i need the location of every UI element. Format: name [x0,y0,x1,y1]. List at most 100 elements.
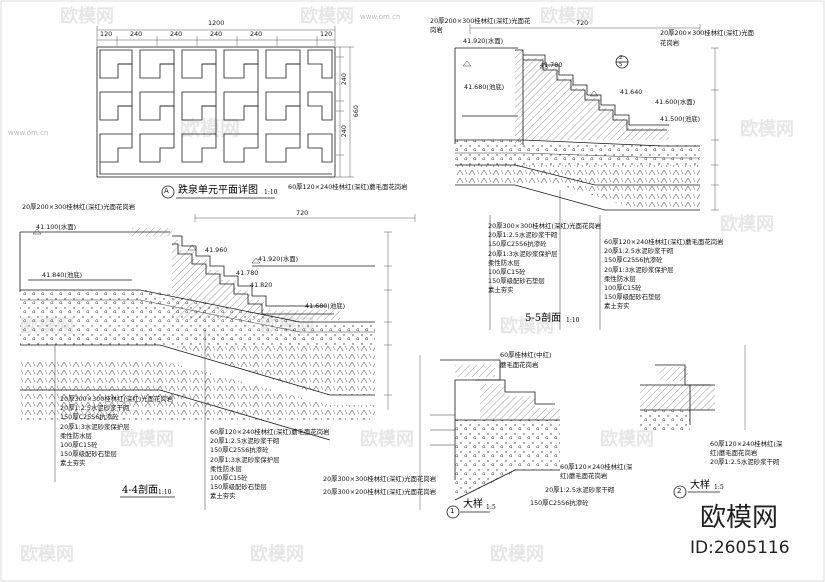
layer-item: 100厚C15砼 [60,441,98,450]
s55-elev: 41.680(池底) [464,83,505,91]
d1-notes-right: 60厚120×240桂林红(深 红)蘑毛面花岗岩 [560,463,632,481]
plan-tile-pattern [99,49,333,175]
s55-elev: 41.600(水面) [655,98,696,106]
svg-text:欧模网: 欧模网 [60,5,114,27]
section-5-5 [454,24,719,330]
svg-text:欧模网: 欧模网 [360,428,414,450]
plan-view [96,26,354,199]
svg-text:欧模网: 欧模网 [20,543,74,565]
d1-note: 60厚桂林红(中红) [500,351,552,359]
layer-item: 150厚级配砂石垫层 [604,293,661,302]
s55-top-note: 岗岩 [430,26,443,34]
s55-dim-top: 720 [576,19,589,27]
s44-elev: 41.820 [250,281,273,289]
plan-marker: A [164,187,169,195]
s55-title: 5-5剖面 [525,313,562,324]
s44-top-note: 20厚200×300桂林红(深红)光面花岗岩 [22,203,136,211]
d2-marker: 2 [677,487,682,495]
layer-item: 20厚1:2.5水泥砂浆干砌 [60,404,130,413]
watermark-site: www.om.cn [8,129,49,137]
s44-scale: 1:10 [158,489,172,496]
layer-item: 素土夯实 [210,492,236,501]
layer-item: 150厚级配砂石垫层 [488,277,545,286]
layer-item: 柔性防水层 [604,274,636,283]
s55-top-note: 花岗岩 [660,39,680,47]
layer-item: 20厚300×300桂林红(深红)光面花岗岩 [488,222,602,230]
layer-item: 柔性防水层 [210,464,242,473]
layer-item: 150厚C25S6抗渗砼 [210,446,269,455]
svg-text:欧模网: 欧模网 [740,118,794,140]
d2-title: 大样 [690,480,710,491]
plan-dim-part: 120 [100,30,113,38]
plan-dim-part: 120 [320,30,333,38]
d1-title: 大样 [463,499,483,510]
plan-dim-side-part: 240 [339,73,348,86]
layer-item: 柔性防水层 [488,258,520,267]
d1-scale: 1:5 [486,504,496,511]
detail-1 [419,355,560,519]
layer-item: 150厚C25S6抗渗砼 [60,413,119,422]
layer-item: 20厚1:3水泥砂浆保护层 [604,265,674,274]
layer-item: 60厚120×240桂林红(深红)蘑毛面花岗岩 [604,238,724,246]
watermark-brand: 欧模网 [700,503,779,533]
plan-dim-part: 240 [250,30,263,38]
d1-note: 20厚300×300桂林红(深红)光面花岗岩 [323,475,437,483]
s55-marker: 2 [619,55,623,61]
note-item: 60厚120×240桂林红(深 [560,463,633,471]
plan-scale: 1:10 [264,189,278,196]
plan-dim-total: 1200 [208,19,225,27]
plan-note: 60厚120×240桂林红(深红)蘑毛面花岗岩 [288,183,408,191]
plan-dim-side: 660 [351,105,360,118]
s44-elev: 41.780 [236,269,259,277]
layer-item: 150厚C25S6抗渗砼 [488,240,547,249]
layer-item: 100厚C15砼 [488,268,526,277]
layer-item: 100厚C15砼 [604,284,642,293]
layer-item: 20厚1:3水泥砂浆保护层 [488,249,558,258]
note-item: 20厚1:2.5水泥砂浆干砌 [710,458,780,467]
svg-text:欧模网: 欧模网 [500,315,554,337]
s44-layers-right: 60厚120×240桂林红(深红)蘑毛面花岗岩 20厚1:2.5水泥砂浆干砌 1… [210,428,330,502]
svg-text:欧模网: 欧模网 [600,428,654,450]
s44-elev: 41.920(水面) [258,255,299,263]
s55-marker-sub: 5 [619,62,623,68]
plan-dim-part: 240 [130,30,143,38]
s55-layers-left: 20厚300×300桂林红(深红)光面花岗岩 20厚1:2.5水泥砂浆干砌 15… [488,222,601,296]
layer-item: 20厚1:2.5水泥砂浆干砌 [604,247,674,256]
s44-elev: 41.960 [205,246,228,254]
s55-elev: 41.500(池底) [660,115,701,123]
s44-layers-left: 20厚300×300桂林红(深红)光面花岗岩 20厚1:2.5水泥砂浆干砌 15… [60,395,173,469]
layer-item: 20厚1:3水泥砂浆保护层 [210,455,280,464]
layer-item: 100厚C15砼 [210,474,248,483]
layer-item: 素土夯实 [60,459,86,468]
svg-text:欧模网: 欧模网 [490,543,544,565]
plan-dim-part: 240 [170,30,183,38]
layer-item: 素土夯实 [488,286,514,295]
s55-scale: 1:10 [566,317,580,324]
s55-elev: 41.780 [540,61,563,69]
layer-item: 素土夯实 [604,302,630,311]
note-item: 红)蘑毛面花岗岩 [560,472,608,481]
s44-dim-top: 720 [296,209,309,217]
plan-dim-side-part: 240 [339,125,348,138]
s55-top-note: 20厚200×300桂林红(深红)光面花 [430,17,531,25]
svg-text:欧模网: 欧模网 [120,428,174,450]
layer-item: 60厚120×240桂林红(深红)蘑毛面花岗岩 [210,428,330,436]
watermark-site: www.om.cn [360,13,401,21]
watermark-id: ID:2605116 [690,538,790,558]
d2-notes: 60厚120×240桂林红(深 红)蘑毛面花岗岩 20厚1:2.5水泥砂浆干砌 [710,440,782,468]
plan-title: 跌泉单元平面详图 [178,185,258,196]
s55-layers-right: 60厚120×240桂林红(深红)蘑毛面花岗岩 20厚1:2.5水泥砂浆干砌 1… [604,238,724,312]
note-item: 60厚120×240桂林红(深 [710,440,783,448]
layer-item: 150厚级配砂石垫层 [60,450,117,459]
note-item: 红)蘑毛面花岗岩 [710,449,758,458]
section-4-4 [19,214,416,510]
d1-note: 蘑毛面花岗岩 [500,361,539,369]
layer-item: 20厚300×300桂林红(深红)光面花岗岩 [60,395,174,403]
svg-text:欧模网: 欧模网 [300,5,354,27]
layer-item: 20厚1:2.5水泥砂浆干砌 [488,231,558,240]
layer-item: 150厚C25S6抗渗砼 [604,256,663,265]
d2-scale: 1:5 [714,484,724,491]
s44-title: 4-4剖面 [122,485,159,496]
layer-item: 150厚级配砂石垫层 [210,483,267,492]
